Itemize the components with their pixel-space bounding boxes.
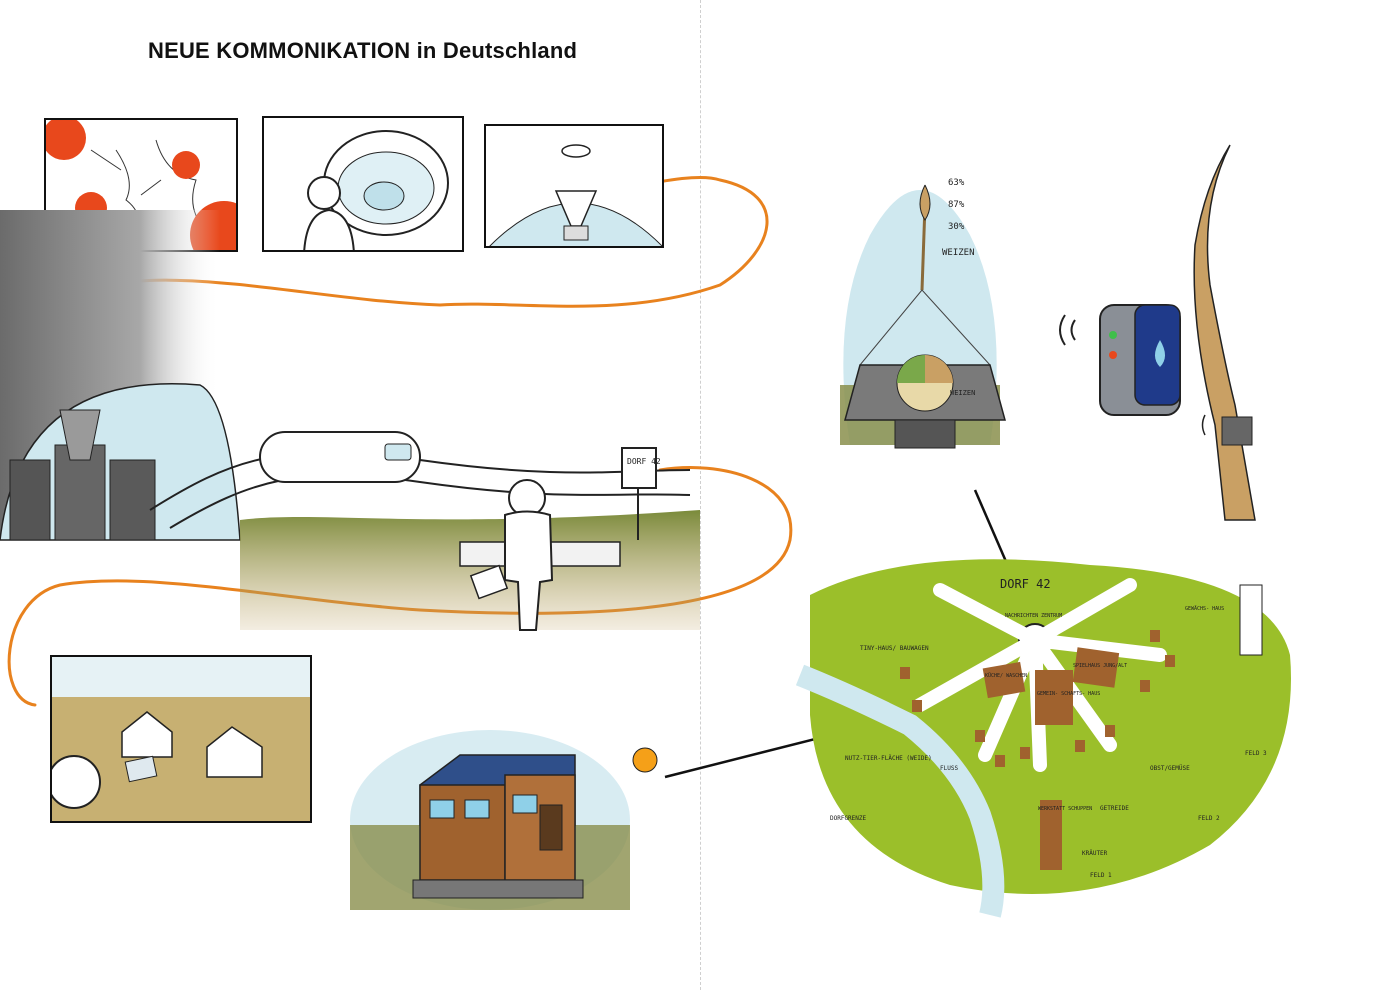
wheat-display: 63% 87% 30% WEIZEN WEIZEN xyxy=(840,178,1006,449)
werkstatt-icon xyxy=(1040,800,1062,870)
river xyxy=(795,664,1005,918)
greenhouse-icon xyxy=(1239,584,1263,656)
svg-text:GEWÄCHS- HAUS: GEWÄCHS- HAUS xyxy=(1185,605,1224,612)
capsule-icon xyxy=(259,431,421,483)
svg-text:KRÄUTER: KRÄUTER xyxy=(1082,850,1108,857)
ufo-icon xyxy=(561,144,591,158)
person-icon xyxy=(504,510,554,631)
village-sign xyxy=(621,447,657,489)
city-landscape: DORF 42 xyxy=(0,210,700,631)
svg-text:NUTZ-TIER-FLÄCHE (WEIDE): NUTZ-TIER-FLÄCHE (WEIDE) xyxy=(845,755,932,762)
svg-text:WERKSTATT SCHUPPEN: WERKSTATT SCHUPPEN xyxy=(1038,806,1092,812)
panel-dome xyxy=(484,124,664,248)
page-divider xyxy=(700,0,701,990)
svg-text:30%: 30% xyxy=(948,222,965,232)
village-map: DORF 42 NACHRICHTEN ZENTRUM TINY-HAUS/ B… xyxy=(790,555,1300,918)
svg-text:63%: 63% xyxy=(948,178,965,188)
svg-text:OBST/GEMÜSE: OBST/GEMÜSE xyxy=(1150,765,1190,772)
svg-text:FLUSS: FLUSS xyxy=(940,765,958,772)
svg-text:GETREIDE: GETREIDE xyxy=(1100,805,1129,812)
svg-text:TINY-HAUS/ BAUWAGEN: TINY-HAUS/ BAUWAGEN xyxy=(860,645,929,652)
tiny-house-scene xyxy=(350,730,658,910)
svg-text:FELD 2: FELD 2 xyxy=(1198,815,1220,822)
sensor-device xyxy=(1059,304,1181,416)
svg-text:KÜCHE/ WASCHEN: KÜCHE/ WASCHEN xyxy=(985,672,1027,679)
svg-text:87%: 87% xyxy=(948,200,965,210)
svg-text:GEMEIN- SCHAFTS- HAUS: GEMEIN- SCHAFTS- HAUS xyxy=(1037,691,1100,697)
plant-label: WEIZEN xyxy=(942,248,975,258)
svg-text:FELD 1: FELD 1 xyxy=(1090,872,1112,879)
svg-text:SPIELHAUS JUNG/ALT: SPIELHAUS JUNG/ALT xyxy=(1073,663,1127,669)
page-title: NEUE KOMMONIKATION in Deutschland xyxy=(148,38,578,63)
svg-text:NACHRICHTEN ZENTRUM: NACHRICHTEN ZENTRUM xyxy=(1005,613,1062,619)
panel-village-view xyxy=(50,655,312,823)
svg-text:WEIZEN: WEIZEN xyxy=(950,389,975,397)
drop-icon xyxy=(1155,340,1165,367)
svg-text:FELD 3: FELD 3 xyxy=(1245,750,1267,757)
sun-icon xyxy=(632,747,658,773)
map-title: DORF 42 xyxy=(1000,577,1051,591)
virus-icon xyxy=(46,120,86,160)
sensor-band-icon xyxy=(1221,416,1253,446)
wheat-stalk xyxy=(1193,144,1256,521)
signal-icon xyxy=(1059,314,1076,346)
virus-icon xyxy=(172,151,200,179)
svg-text:DORFGRENZE: DORFGRENZE xyxy=(830,815,867,822)
sign-label: DORF 42 xyxy=(627,457,661,466)
